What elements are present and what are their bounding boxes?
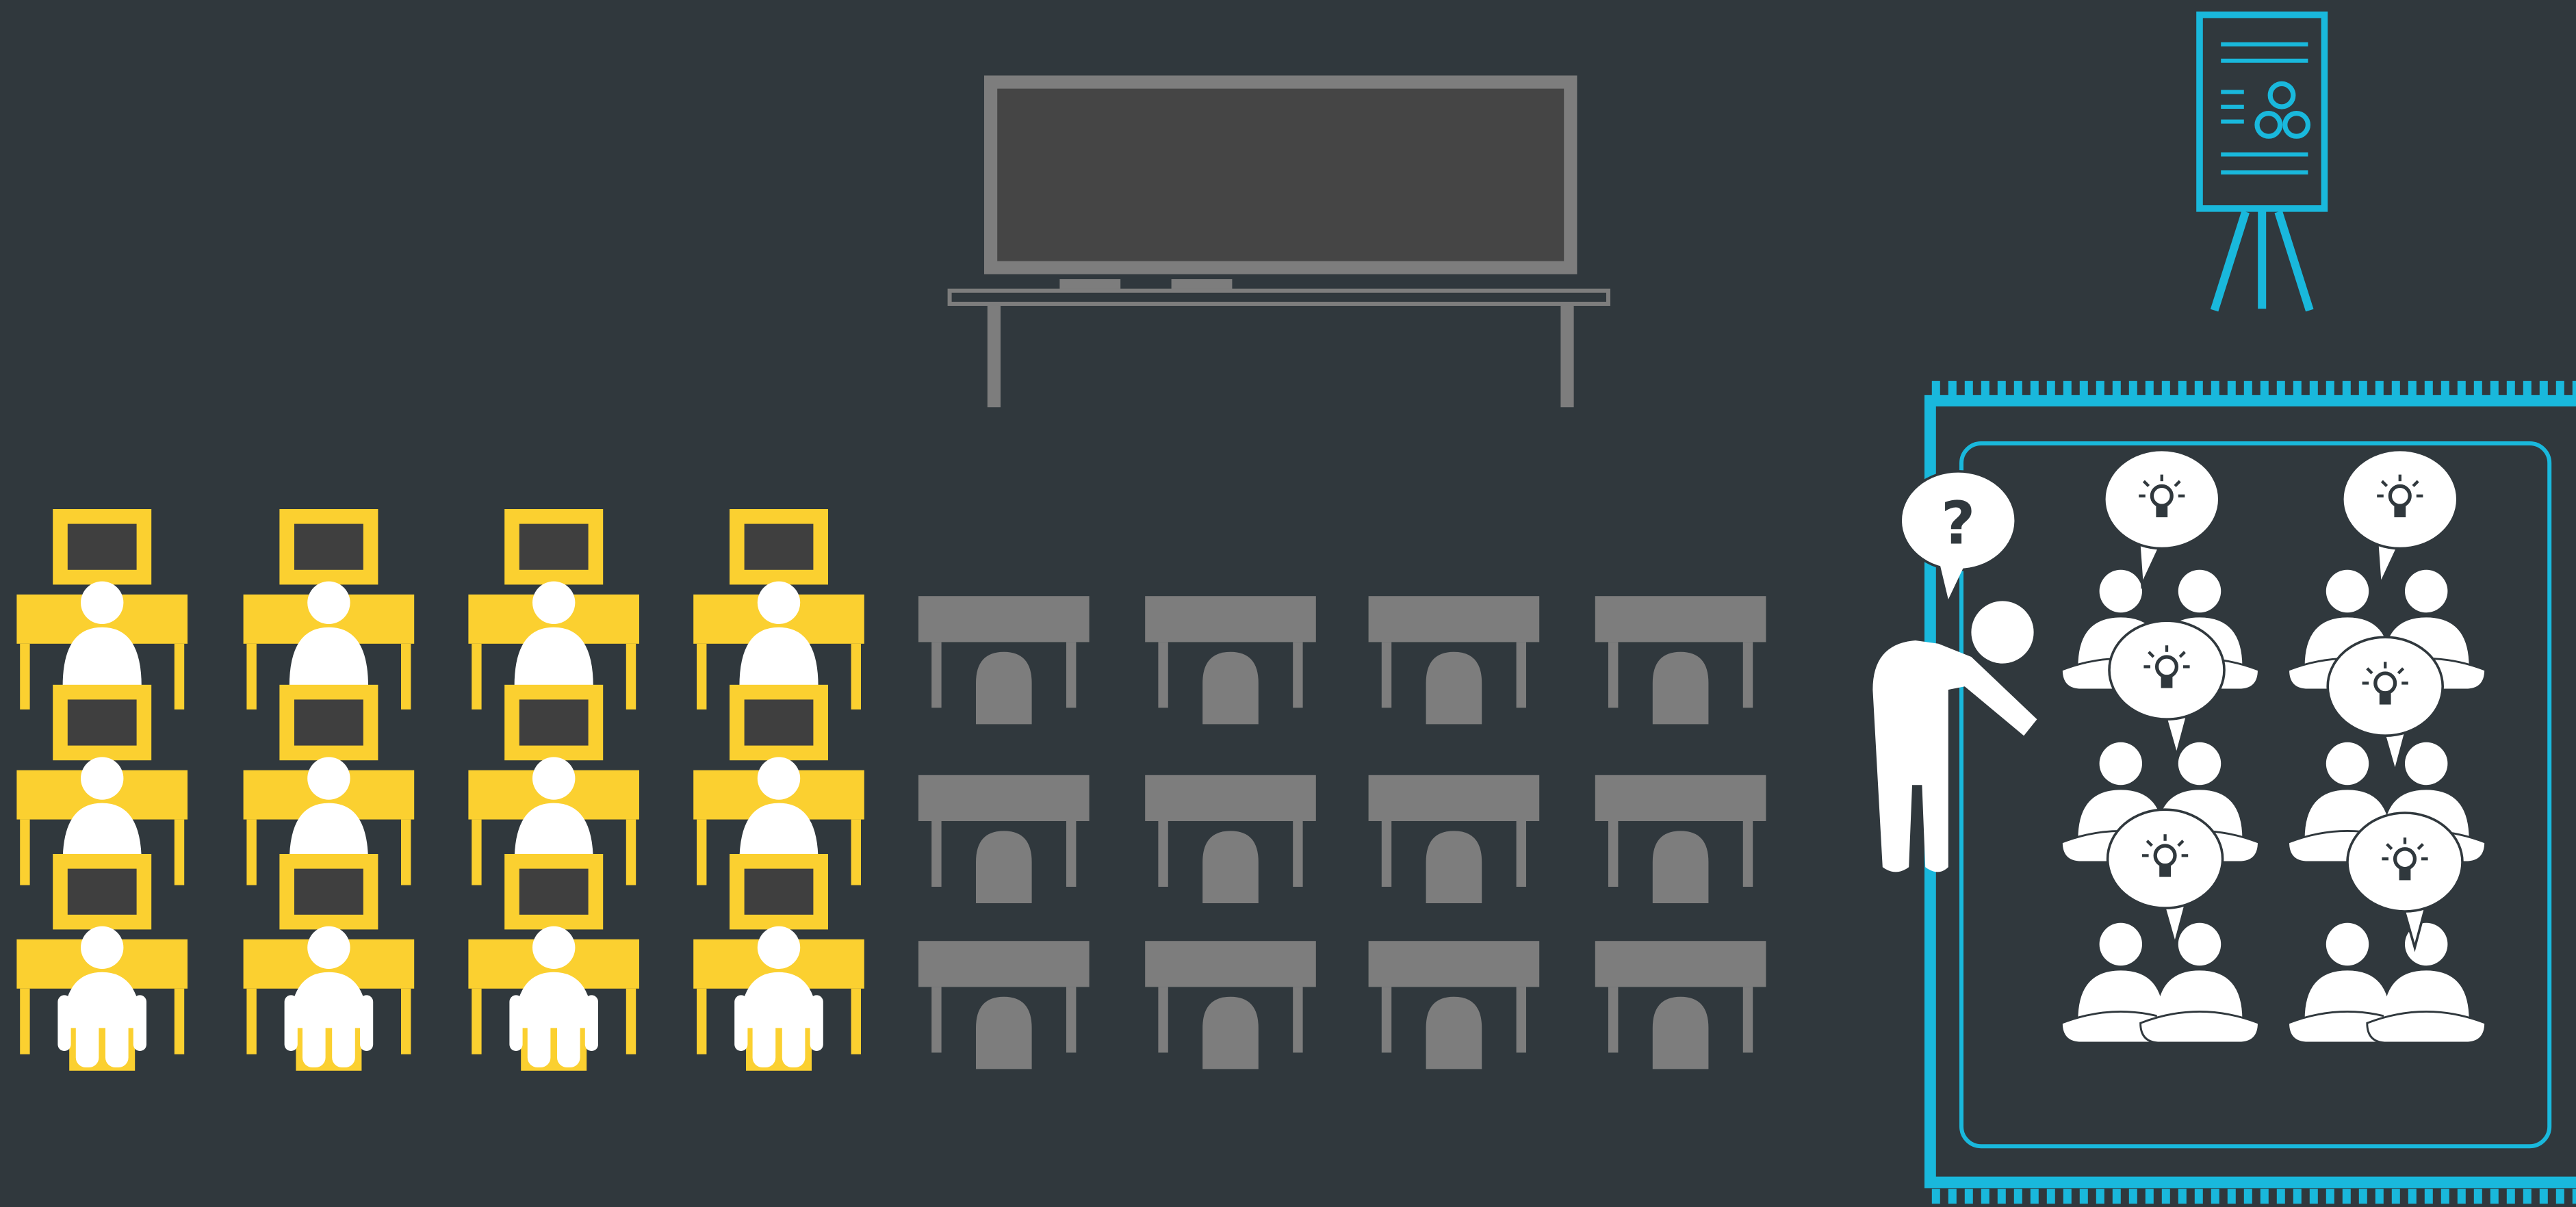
lightbulb-bubble-icon bbox=[2104, 450, 2219, 585]
empty-desk-icon bbox=[1145, 775, 1316, 903]
student-at-computer-icon bbox=[244, 509, 415, 710]
empty-desk-icon bbox=[1145, 596, 1316, 724]
student-at-computer-icon bbox=[16, 854, 188, 1071]
student-at-computer-icon bbox=[244, 854, 415, 1071]
empty-desk-icon bbox=[1595, 596, 1766, 724]
empty-desks bbox=[918, 596, 1766, 1069]
lightbulb-bubble-icon bbox=[2109, 621, 2224, 755]
student-pair-icon bbox=[2289, 923, 2486, 1043]
student-at-computer-icon bbox=[16, 509, 188, 710]
presentation-easel-icon bbox=[2200, 15, 2324, 311]
chalkboard-icon bbox=[950, 82, 1608, 407]
student-at-computer-icon bbox=[693, 854, 864, 1071]
empty-desk-icon bbox=[918, 596, 1090, 724]
empty-desk-icon bbox=[1369, 941, 1540, 1069]
student-at-computer-icon bbox=[693, 509, 864, 710]
computer-desks bbox=[16, 509, 864, 1071]
empty-desk-icon bbox=[1145, 941, 1316, 1069]
idea-bubbles bbox=[2104, 450, 2462, 948]
teacher-icon bbox=[1872, 601, 2037, 872]
empty-desk-icon bbox=[1369, 596, 1540, 724]
empty-desk-icon bbox=[1369, 775, 1540, 903]
student-pair-icon bbox=[2061, 923, 2258, 1043]
student-at-computer-icon bbox=[468, 509, 639, 710]
lightbulb-bubble-icon bbox=[2343, 450, 2458, 585]
empty-desk-icon bbox=[1595, 941, 1766, 1069]
student-at-computer-icon bbox=[468, 854, 639, 1071]
empty-desk-icon bbox=[918, 775, 1090, 903]
rug-icon bbox=[1930, 381, 2576, 1204]
empty-desk-icon bbox=[1595, 775, 1766, 903]
lightbulb-bubble-icon bbox=[2347, 813, 2462, 948]
question-mark-text: ? bbox=[1941, 489, 1975, 558]
question-bubble-icon: ? bbox=[1901, 471, 2015, 599]
empty-desk-icon bbox=[918, 941, 1090, 1069]
